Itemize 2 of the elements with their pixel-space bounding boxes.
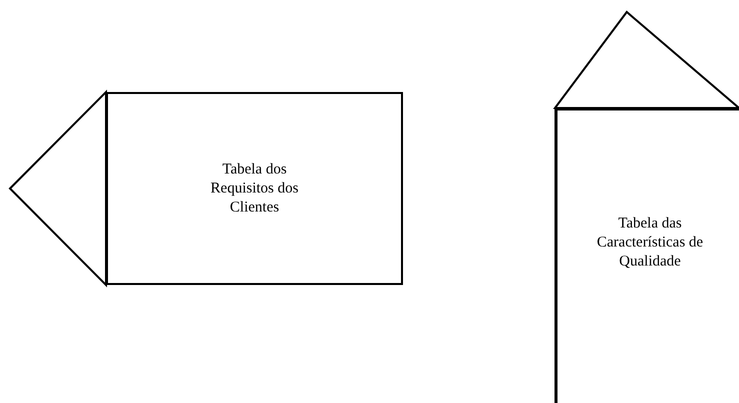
table-title: Tabela dos Requisitos dos Clientes (210, 160, 300, 217)
table-title: Tabela das Características de Qualidade (596, 214, 704, 272)
